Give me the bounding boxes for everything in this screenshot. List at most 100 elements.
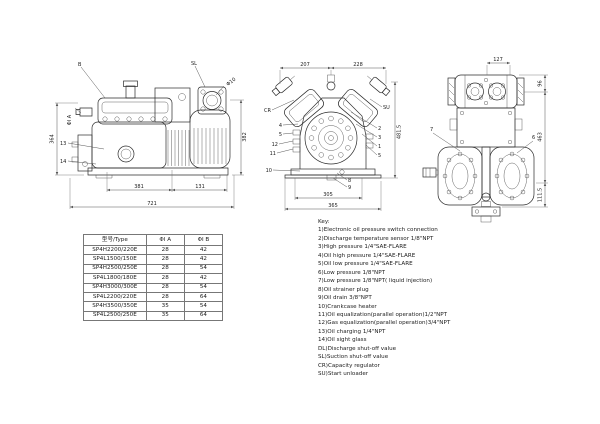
top-fitting [326, 81, 336, 91]
key-item: 9)Oil drain 3/8"NPT [318, 295, 372, 302]
discharge-connection [75, 107, 93, 117]
key-item: SU)Start unloader [318, 371, 369, 378]
cell-phi-b: 42 [183, 254, 224, 265]
key-item: 13)Oil charging 1/4"NPT [318, 328, 386, 335]
left-cylinder-head [284, 89, 324, 127]
oil-sight-glass [117, 145, 135, 163]
key-item: 14)Oil sight glass [318, 337, 367, 344]
key-item: 3)High pressure 1/4"SAE-FLARE [318, 244, 407, 251]
right-shutoff-valve [367, 75, 391, 97]
callout-5-left: 5 [279, 132, 282, 138]
side-view-dimensions: 364 382 381 131 721 [50, 99, 248, 209]
cell-phi-a: 28 [145, 273, 185, 284]
cell-type: SP4H2500/250E [83, 263, 147, 275]
side-view-callouts: B SL Φ10 ΦI A 13 14 [60, 61, 237, 165]
table-row: SP4L1800/180E 28 42 [83, 273, 224, 284]
dim-top-width: 127 [493, 57, 503, 63]
right-head-cover [489, 146, 535, 206]
callout-5-right: 5 [378, 153, 381, 159]
bottom-cover [471, 206, 501, 217]
cell-phi-b: 42 [183, 244, 224, 256]
key-item: CR)Capacity regulator [318, 362, 380, 369]
terminal-box-top [456, 107, 516, 148]
discharge-valve [125, 85, 136, 99]
callout-12: 12 [272, 142, 278, 148]
cell-phi-b: 54 [183, 282, 224, 293]
dim-height-right: 382 [242, 132, 248, 142]
table-header-row: 型号/Type ΦI A ΦI B [83, 234, 224, 246]
dim-right-mid: 463 [538, 132, 544, 142]
left-shutoff-valve [271, 75, 295, 97]
callout-11: 11 [270, 151, 276, 157]
cell-type: SP4H3500/350E [83, 301, 147, 312]
key-title: Key: [318, 219, 330, 225]
dim-bottom-left: 381 [134, 184, 144, 190]
cell-type: SP4L2500/250E [83, 310, 147, 322]
model-spec-table: 型号/Type ΦI A ΦI B SP4H2200/220E 28 42 SP… [83, 234, 224, 322]
compressor-end-body [271, 74, 391, 181]
cell-phi-a: 28 [145, 263, 185, 275]
callout-cr: CR [264, 108, 271, 114]
callout-2: 2 [378, 126, 381, 132]
top-view-drawing: 127 96 463 111.5 7 6 [420, 47, 580, 225]
callout-7: 7 [430, 127, 433, 133]
callout-8: 8 [348, 178, 351, 184]
end-view-drawing: 207 228 481.5 305 365 CR 4 5 12 11 10 SU… [258, 52, 408, 224]
callout-b: B [78, 62, 82, 68]
table-row: SP4L2500/250E 35 64 [83, 310, 224, 322]
cell-phi-a: 35 [145, 301, 185, 312]
callout-10: 10 [266, 168, 272, 174]
cell-phi-a: 28 [145, 291, 185, 303]
top-view-dimensions: 127 96 463 111.5 [486, 57, 548, 208]
cell-phi-a: 28 [145, 254, 185, 265]
key-item: 6)Low pressure 1/8"NPT [318, 269, 386, 276]
motor-housing [189, 109, 231, 169]
callout-sl: SL [191, 61, 197, 67]
cell-phi-a: 28 [145, 244, 185, 256]
key-legend: Key: 1)Electronic oil pressure switch co… [318, 218, 450, 379]
callout-9: 9 [348, 185, 351, 191]
cover-bolts [308, 115, 354, 161]
callout-14: 14 [60, 159, 66, 165]
left-side-fittings [292, 129, 301, 153]
cell-type: SP4L2200/220E [83, 291, 147, 303]
cell-phi-a: 28 [145, 282, 185, 293]
end-view-callouts: CR 4 5 12 11 10 SU 2 3 1 5 8 9 [264, 98, 390, 191]
header-type: 型号/Type [83, 234, 147, 246]
cell-phi-b: 64 [183, 310, 224, 322]
key-item: 12)Gas equalization(parallel operation)3… [318, 320, 451, 327]
header-phi-b: ΦI B [183, 234, 224, 246]
dim-height: 481.5 [397, 125, 403, 139]
motor-end [454, 74, 518, 109]
oil-pump [71, 134, 93, 172]
oil-drain-fitting [326, 174, 337, 181]
end-view-dimensions: 207 228 481.5 305 365 [279, 62, 403, 211]
head-bolts [102, 116, 168, 122]
table-row: SP4H2500/250E 28 54 [83, 263, 224, 275]
dim-bottom-inner: 305 [323, 192, 333, 198]
suction-flange [197, 86, 227, 115]
callout-1: 1 [378, 144, 381, 150]
key-item: SL)Suction shut-off value [318, 354, 389, 361]
left-head-cover [437, 146, 483, 206]
side-view-drawing: 364 382 381 131 721 B SL Φ10 ΦI A 13 14 [48, 50, 248, 220]
dim-bottom-total: 365 [328, 203, 338, 209]
callout-phi-a: ΦI A [67, 114, 73, 125]
cell-type: SP4L1500/150E [83, 254, 147, 265]
compressor-body [71, 80, 231, 179]
key-item: 5)Oil low pressure 1/4"SAE-FLARE [318, 261, 413, 268]
table-row: SP4L1500/150E 28 42 [83, 254, 224, 265]
cell-type: SP4H2200/220E [83, 244, 147, 256]
shaft-center [481, 146, 491, 198]
cell-phi-b: 54 [183, 263, 224, 275]
header-phi-a: ΦI A [145, 234, 185, 246]
callout-phi10: Φ10 [225, 77, 237, 88]
key-item: DL)Discharge shut-off value [318, 345, 397, 352]
left-valve-fitting [422, 167, 439, 178]
dim-top-left: 207 [300, 62, 310, 68]
terminal-box [154, 87, 191, 123]
callout-4: 4 [279, 123, 282, 129]
key-item: 2)Discharge temperature sensor 1/8"NPT [318, 235, 434, 242]
callout-su: SU [383, 105, 390, 111]
compressor-top-body [422, 74, 535, 223]
